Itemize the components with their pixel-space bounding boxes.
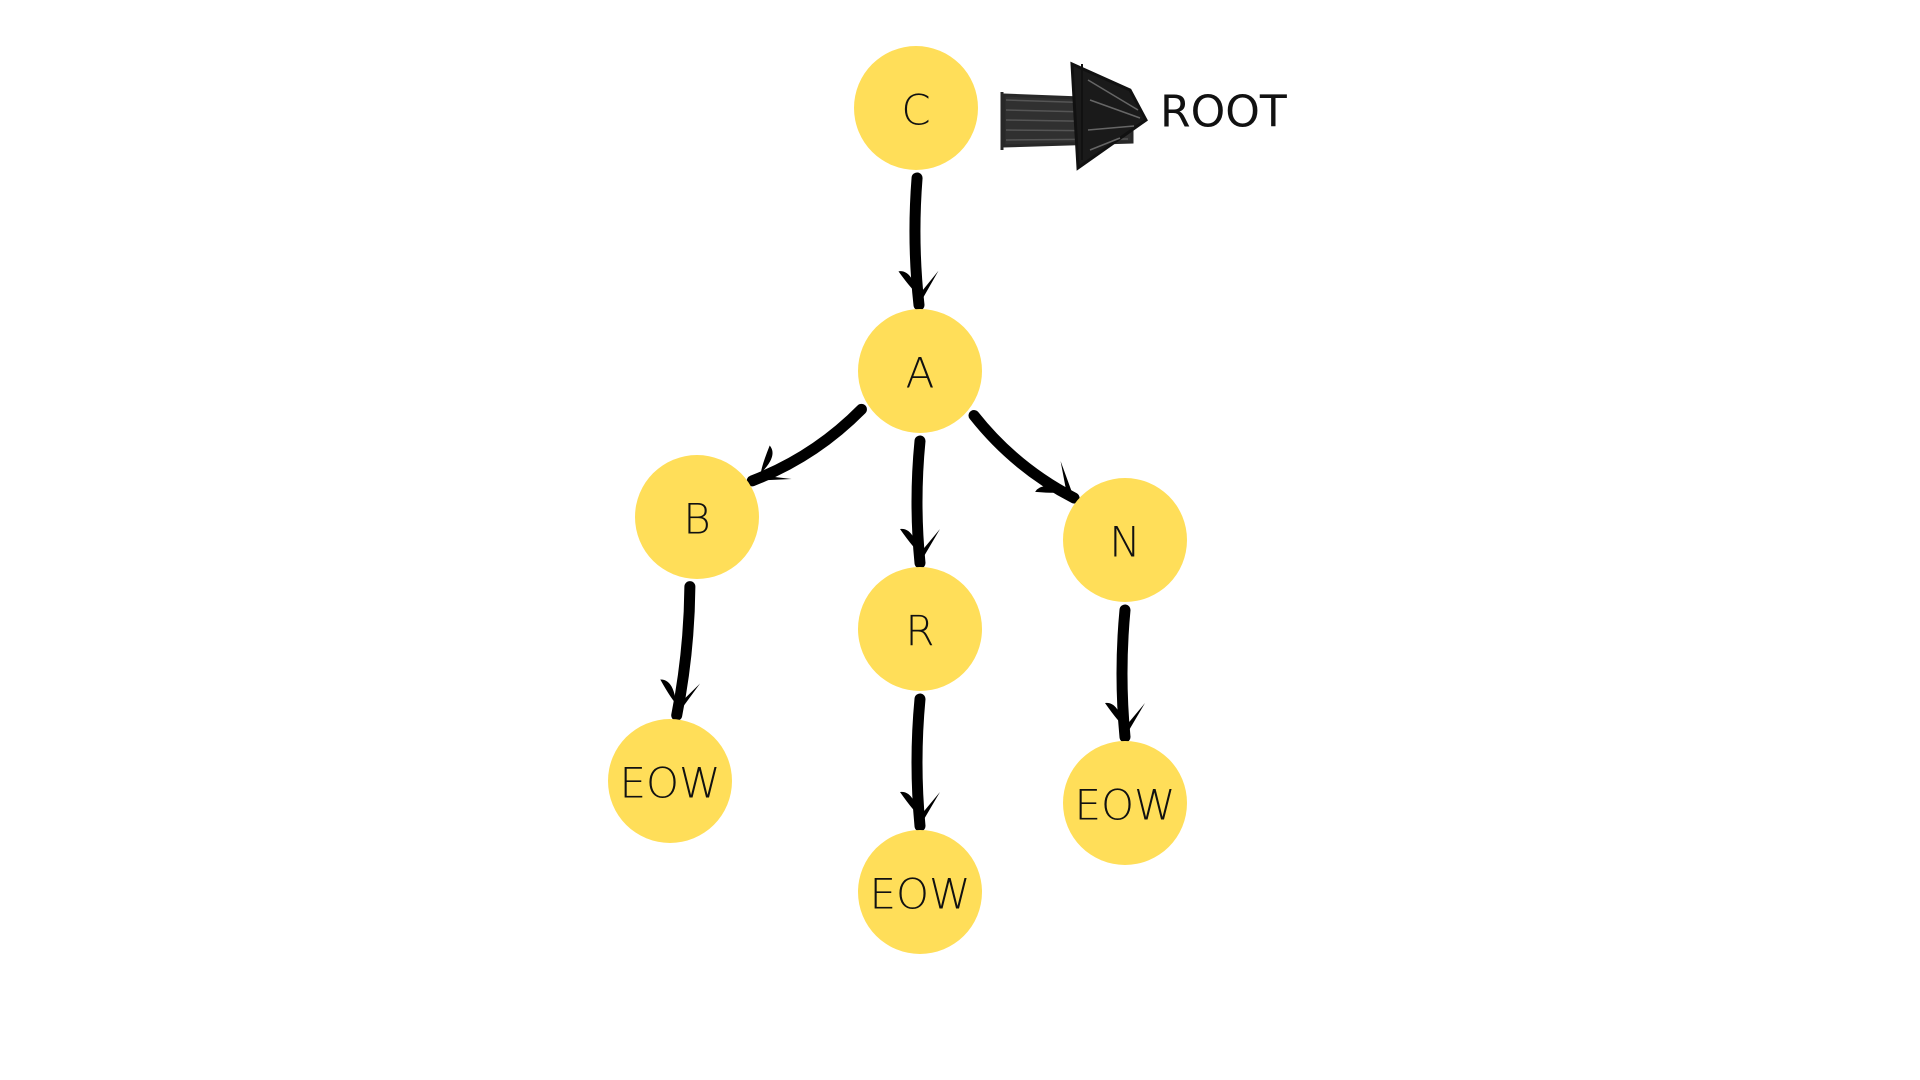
arrowhead-icon <box>1035 460 1075 499</box>
edge-n_n-to-n_eow_n <box>1105 604 1145 743</box>
arrowhead-icon <box>900 791 940 826</box>
root-label: ROOT <box>1160 87 1287 138</box>
nodes-layer: C A B R N EOW EOW EOW <box>608 46 1187 954</box>
arrowhead-icon <box>660 679 701 716</box>
trie-node-eow-n: EOW <box>1063 741 1187 865</box>
trie-node-eow-b: EOW <box>608 719 732 843</box>
node-label: A <box>906 349 935 398</box>
edge-line <box>968 410 1080 504</box>
arrowhead-icon <box>898 270 939 306</box>
edge-n_b-to-n_eow_b <box>660 581 701 721</box>
node-label: N <box>1109 518 1140 567</box>
node-circle <box>854 46 978 170</box>
edges-layer <box>660 172 1145 832</box>
arrowhead-icon <box>752 445 792 481</box>
edge-n_c-to-n_a <box>898 172 939 311</box>
edge-n_a-to-n_b <box>746 403 867 487</box>
trie-node-a: A <box>858 309 982 433</box>
node-circle <box>608 719 732 843</box>
edge-line <box>909 172 925 311</box>
edge-n_a-to-n_n <box>968 410 1080 504</box>
edge-n_a-to-n_r <box>900 435 940 569</box>
edge-line <box>911 435 926 569</box>
edge-line <box>1116 604 1131 743</box>
edge-line <box>911 693 926 832</box>
node-circle <box>858 309 982 433</box>
trie-node-n: N <box>1063 478 1187 602</box>
edge-line <box>671 581 696 721</box>
node-label: EOW <box>1074 781 1175 830</box>
root-annotation: ROOT <box>1000 61 1287 171</box>
node-circle <box>635 455 759 579</box>
edge-line <box>746 403 867 487</box>
trie-node-c: C <box>854 46 978 170</box>
node-label: R <box>905 607 934 656</box>
edge-n_r-to-n_eow_r <box>900 693 940 832</box>
arrowhead-icon <box>1105 702 1145 737</box>
node-label: EOW <box>869 870 970 919</box>
arrowhead-icon <box>900 528 940 563</box>
node-label: EOW <box>619 759 720 808</box>
trie-node-b: B <box>635 455 759 579</box>
sketched-right-arrow-icon <box>1000 61 1148 171</box>
node-circle <box>858 567 982 691</box>
node-circle <box>858 830 982 954</box>
node-label: C <box>901 86 930 135</box>
trie-node-eow-r: EOW <box>858 830 982 954</box>
trie-node-r: R <box>858 567 982 691</box>
node-circle <box>1063 741 1187 865</box>
node-label: B <box>683 495 711 544</box>
node-circle <box>1063 478 1187 602</box>
